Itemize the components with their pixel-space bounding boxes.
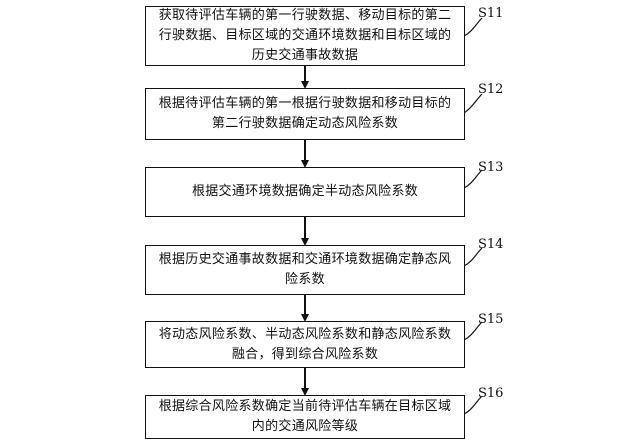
step-label-s14: S14: [478, 237, 504, 252]
leader-s16: [463, 395, 483, 415]
step-text-s15: 将动态风险系数、半动态风险系数和静态风险系数融合，得到综合风险系数: [158, 326, 452, 362]
step-box-s16: 根据综合风险系数确定当前待评估车辆在目标区域内的交通风险等级: [145, 395, 465, 439]
step-text-s13: 根据交通环境数据确定半动态风险系数: [191, 184, 419, 199]
step-box-s11: 获取待评估车辆的第一行驶数据、移动目标的第二行驶数据、目标区域的交通环境数据和目…: [145, 6, 465, 66]
step-box-s15: 将动态风险系数、半动态风险系数和静态风险系数融合，得到综合风险系数: [145, 321, 465, 368]
step-label-s15: S15: [478, 312, 504, 327]
leader-s12: [463, 93, 483, 114]
step-label-s11: S11: [478, 6, 504, 21]
step-label-s16: S16: [478, 386, 504, 401]
step-box-s12: 根据待评估车辆的第一根据行驶数据和移动目标的第二行驶数据确定动态风险系数: [145, 88, 465, 140]
step-label-s13: S13: [478, 160, 504, 175]
step-text-s12: 根据待评估车辆的第一根据行驶数据和移动目标的第二行驶数据确定动态风险系数: [158, 96, 452, 131]
step-box-s13: 根据交通环境数据确定半动态风险系数: [145, 167, 465, 217]
step-label-s12: S12: [478, 82, 504, 97]
leader-s11: [463, 17, 483, 37]
step-box-s14: 根据历史交通事故数据和交通环境数据确定静态风险系数: [145, 245, 465, 295]
leader-s14: [463, 247, 483, 267]
step-text-s16: 根据综合风险系数确定当前待评估车辆在目标区域内的交通风险等级: [158, 399, 452, 434]
step-text-s11: 获取待评估车辆的第一行驶数据、移动目标的第二行驶数据、目标区域的交通环境数据和目…: [158, 8, 452, 63]
leader-s13: [463, 169, 483, 189]
leader-s15: [463, 321, 483, 341]
step-text-s14: 根据历史交通事故数据和交通环境数据确定静态风险系数: [158, 252, 452, 287]
